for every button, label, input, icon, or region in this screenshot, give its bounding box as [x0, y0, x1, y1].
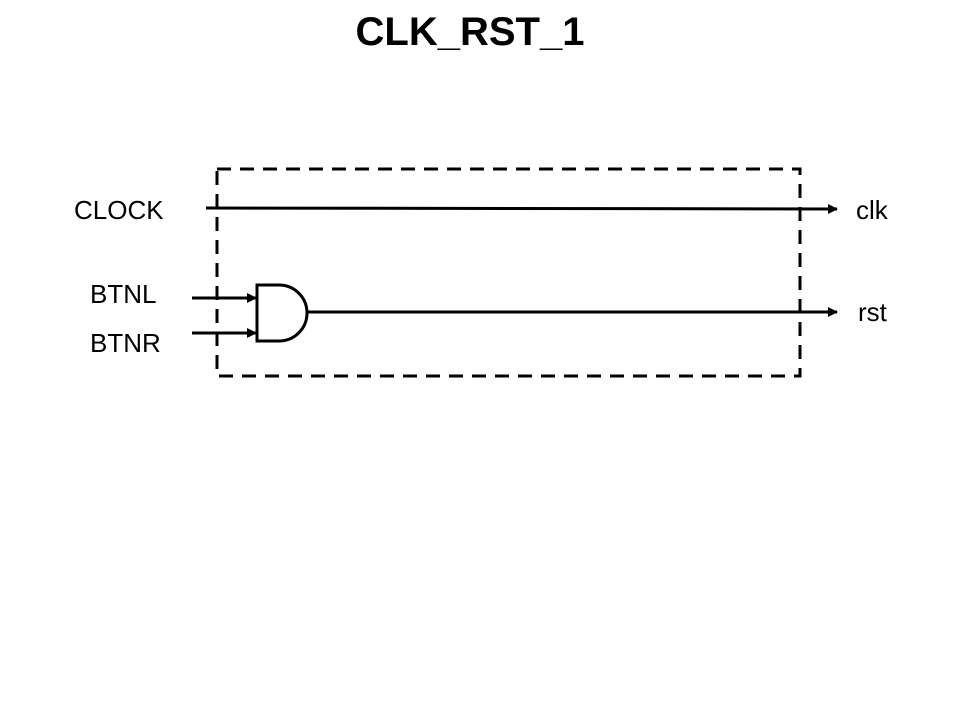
and-gate-icon: [255, 283, 309, 343]
output-label-rst: rst: [858, 297, 888, 327]
input-label-btnl: BTNL: [90, 279, 156, 309]
clock-wire: [205, 203, 838, 214]
output-label-clk: clk: [856, 195, 889, 225]
page-title: CLK_RST_1: [355, 10, 585, 54]
input-label-clock: CLOCK: [74, 195, 164, 225]
input-label-btnr: BTNR: [90, 328, 161, 358]
module-boundary: [215, 167, 802, 378]
